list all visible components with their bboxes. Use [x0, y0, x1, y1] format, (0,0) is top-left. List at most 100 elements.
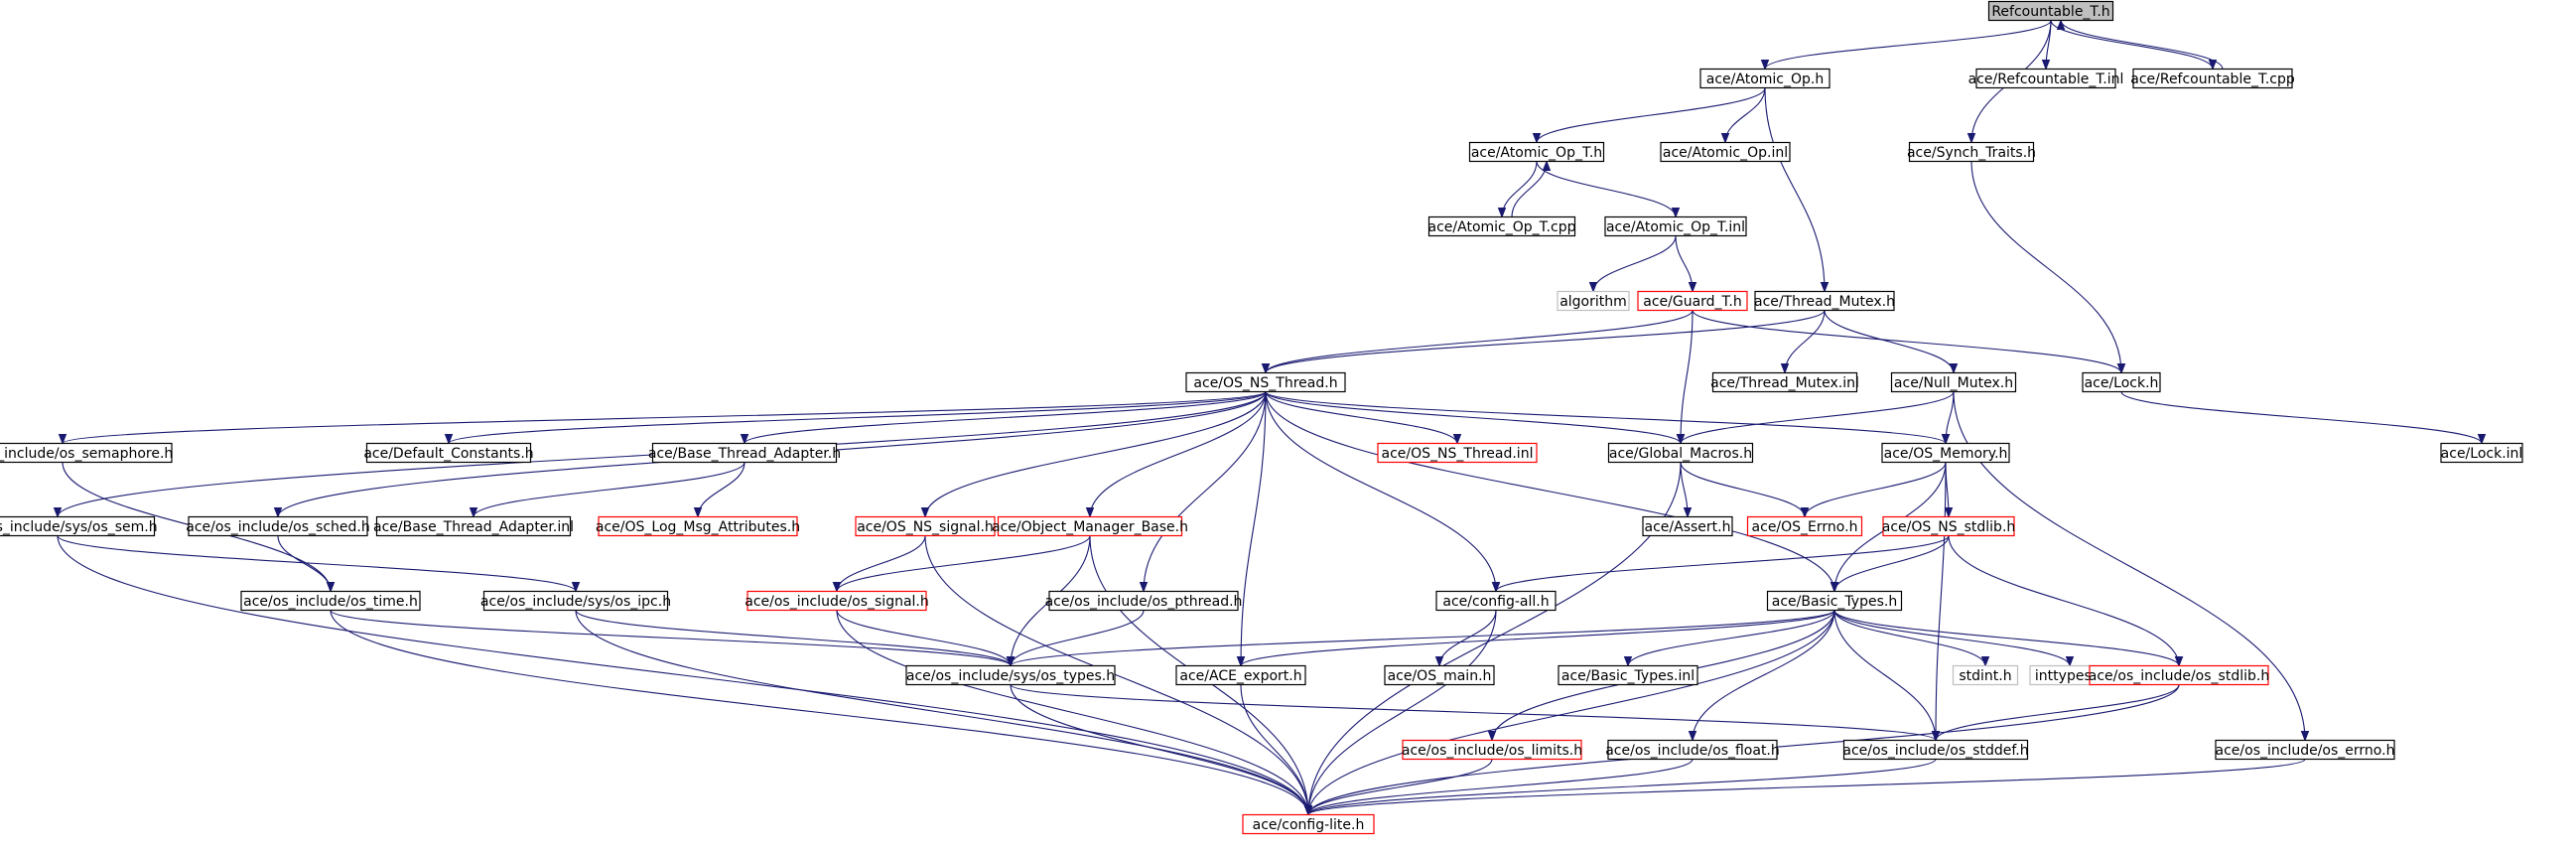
node-object_manager_base_h[interactable]: ace/Object_Manager_Base.h: [992, 515, 1188, 537]
node-os_ns_thread_inl[interactable]: ace/OS_NS_Thread.inl: [1377, 442, 1538, 464]
node-assert_h[interactable]: ace/Assert.h: [1642, 515, 1733, 537]
node-basic_types_inl[interactable]: ace/Basic_Types.inl: [1558, 664, 1698, 686]
node-guard_t_h[interactable]: ace/Guard_T.h: [1637, 290, 1748, 312]
node-lock_h[interactable]: ace/Lock.h: [2082, 371, 2161, 393]
node-os_ns_thread_h[interactable]: ace/OS_NS_Thread.h: [1185, 371, 1346, 393]
arrowhead-icon: [1452, 434, 1462, 445]
node-label: inttypes.h: [2035, 668, 2104, 684]
arrowhead-icon: [1006, 656, 1016, 667]
node-box: [997, 515, 1183, 537]
node-box: [1604, 215, 1747, 237]
node-os_sched_h[interactable]: ace/os_include/os_sched.h: [186, 515, 370, 537]
node-os_semaphore_h[interactable]: ace/os_include/os_semaphore.h: [0, 442, 173, 464]
node-label: Refcountable_T.h: [1991, 4, 2109, 20]
node-label: ace/OS_NS_Thread.h: [1193, 375, 1337, 391]
edge-global_macros_h-to-config_lite_h: [1303, 462, 1682, 816]
node-label: ace/OS_Errno.h: [1752, 519, 1858, 535]
edge-refcountable_t_h-to-refcountable_t_cpp: [2050, 20, 2218, 71]
edge-line: [1010, 610, 1835, 666]
edge-line: [1536, 87, 1766, 143]
node-label: ace/os_include/os_time.h: [243, 594, 418, 610]
node-box: [1711, 371, 1858, 393]
node-config_all_h[interactable]: ace/config-all.h: [1435, 590, 1557, 612]
edge-synch_traits_h-to-lock_h: [1970, 161, 2126, 374]
arrowhead-icon: [444, 434, 454, 445]
node-thread_mutex_h[interactable]: ace/Thread_Mutex.h: [1754, 290, 1895, 312]
node-lock_inl[interactable]: ace/Lock.inl: [2440, 442, 2523, 464]
node-os_log_msg_attributes_h[interactable]: ace/OS_Log_Msg_Attributes.h: [596, 515, 800, 537]
node-base_thread_adapter_inl[interactable]: ace/Base_Thread_Adapter.inl: [373, 515, 574, 537]
node-synch_traits_h[interactable]: ace/Synch_Traits.h: [1907, 141, 2036, 163]
nodes-layer: Refcountable_T.h ace/Atomic_Op.h ace/Refco…: [0, 0, 2523, 835]
node-os_errno_inc_h[interactable]: ace/os_include/os_errno.h: [2215, 739, 2395, 761]
edge-atomic_op_t_h-to-atomic_op_t_cpp: [1497, 161, 1538, 218]
arrowhead-icon: [2174, 656, 2184, 667]
node-box: [1699, 68, 1830, 89]
node-os_sem_h[interactable]: ace/os_include/sys/os_sem.h: [0, 515, 158, 537]
node-os_float_h[interactable]: ace/os_include/os_float.h: [1605, 739, 1780, 761]
node-config_lite_h[interactable]: ace/config-lite.h: [1242, 813, 1375, 835]
edge-line: [1010, 684, 1309, 815]
node-os_ns_signal_h[interactable]: ace/OS_NS_signal.h: [855, 515, 996, 537]
node-os_pthread_h[interactable]: ace/os_include/os_pthread.h: [1045, 590, 1243, 612]
node-os_errno_h[interactable]: ace/OS_Errno.h: [1746, 515, 1863, 537]
node-ace_export_h[interactable]: ace/ACE_export.h: [1175, 664, 1306, 686]
edge-line: [1307, 610, 1497, 815]
node-refcountable_t_h[interactable]: Refcountable_T.h: [1987, 0, 2114, 22]
node-atomic_op_inl[interactable]: ace/Atomic_Op.inl: [1660, 141, 1791, 163]
edge-refcountable_t_h-to-refcountable_t_inl: [2041, 20, 2052, 71]
edge-guard_t_h-to-global_macros_h: [1676, 310, 1694, 445]
edge-os_memory_h-to-os_errno_h: [1800, 462, 1947, 518]
edge-line: [836, 535, 1091, 592]
node-os_memory_h[interactable]: ace/OS_Memory.h: [1881, 442, 2010, 464]
edge-line: [1307, 759, 1937, 815]
node-label: ace/Default_Constants.h: [363, 446, 533, 462]
node-os_time_h[interactable]: ace/os_include/os_time.h: [240, 590, 421, 612]
edge-line: [1935, 684, 2180, 741]
edge-line: [330, 610, 1012, 666]
node-refcountable_t_inl[interactable]: ace/Refcountable_T.inl: [1968, 68, 2124, 89]
node-stdint_h[interactable]: stdint.h: [1952, 664, 2019, 686]
node-algorithm[interactable]: algorithm: [1557, 290, 1630, 312]
edge-os_ns_thread_h-to-os_memory_h: [1265, 391, 1951, 445]
node-box: [1242, 813, 1375, 835]
node-label: ace/os_include/sys/os_ipc.h: [480, 594, 671, 610]
node-os_limits_h[interactable]: ace/os_include/os_limits.h: [1402, 739, 1582, 761]
node-os_stdlib_h[interactable]: ace/os_include/os_stdlib.h: [2089, 664, 2269, 686]
edge-line: [575, 610, 1309, 815]
edge-line: [924, 391, 1267, 517]
edge-base_thread_adapter_h-to-base_thread_adapter_inl: [469, 462, 746, 518]
node-atomic_op_t_inl[interactable]: ace/Atomic_Op_T.inl: [1604, 215, 1747, 237]
node-label: ace/Base_Thread_Adapter.inl: [373, 519, 574, 535]
edge-line: [2050, 20, 2214, 70]
arrowhead-icon: [693, 507, 703, 518]
node-base_thread_adapter_h[interactable]: ace/Base_Thread_Adapter.h: [648, 442, 841, 464]
node-atomic_op_t_cpp[interactable]: ace/Atomic_Op_T.cpp: [1428, 215, 1576, 237]
node-null_mutex_h[interactable]: ace/Null_Mutex.h: [1890, 371, 2017, 393]
edge-os_time_h-to-os_types_h: [330, 610, 1016, 667]
node-box: [2132, 68, 2293, 89]
node-global_macros_h[interactable]: ace/Global_Macros.h: [1607, 442, 1754, 464]
edge-null_mutex_h-to-global_macros_h: [1676, 391, 1955, 445]
node-os_ipc_h[interactable]: ace/os_include/sys/os_ipc.h: [480, 590, 671, 612]
node-os_ns_stdlib_h[interactable]: ace/OS_NS_stdlib.h: [1882, 515, 2016, 537]
node-basic_types_h[interactable]: ace/Basic_Types.h: [1766, 590, 1903, 612]
edge-os_time_h-to-config_lite_h: [330, 610, 1313, 816]
node-label: ace/Null_Mutex.h: [1894, 375, 2013, 391]
node-os_signal_h[interactable]: ace/os_include/os_signal.h: [745, 590, 929, 612]
node-atomic_op_t_h[interactable]: ace/Atomic_Op_T.h: [1468, 141, 1605, 163]
node-atomic_op_h[interactable]: ace/Atomic_Op.h: [1699, 68, 1830, 89]
node-refcountable_t_cpp[interactable]: ace/Refcountable_T.cpp: [2130, 68, 2295, 89]
edge-line: [1265, 391, 1682, 444]
node-default_constants_h[interactable]: ace/Default_Constants.h: [363, 442, 534, 464]
node-os_types_h[interactable]: ace/os_include/sys/os_types.h: [905, 664, 1116, 686]
edge-object_manager_base_h-to-os_signal_h: [832, 535, 1091, 593]
arrowhead-icon: [53, 507, 63, 518]
arrowhead-icon: [1980, 656, 1990, 667]
arrowhead-icon: [1683, 507, 1693, 518]
node-box: [2082, 371, 2161, 393]
node-os_main_h[interactable]: ace/OS_main.h: [1384, 664, 1495, 686]
node-thread_mutex_inl[interactable]: ace/Thread_Mutex.inl: [1710, 371, 1859, 393]
node-label: ace/os_include/os_stdlib.h: [2089, 668, 2269, 684]
node-os_stddef_h[interactable]: ace/os_include/os_stddef.h: [1842, 739, 2029, 761]
